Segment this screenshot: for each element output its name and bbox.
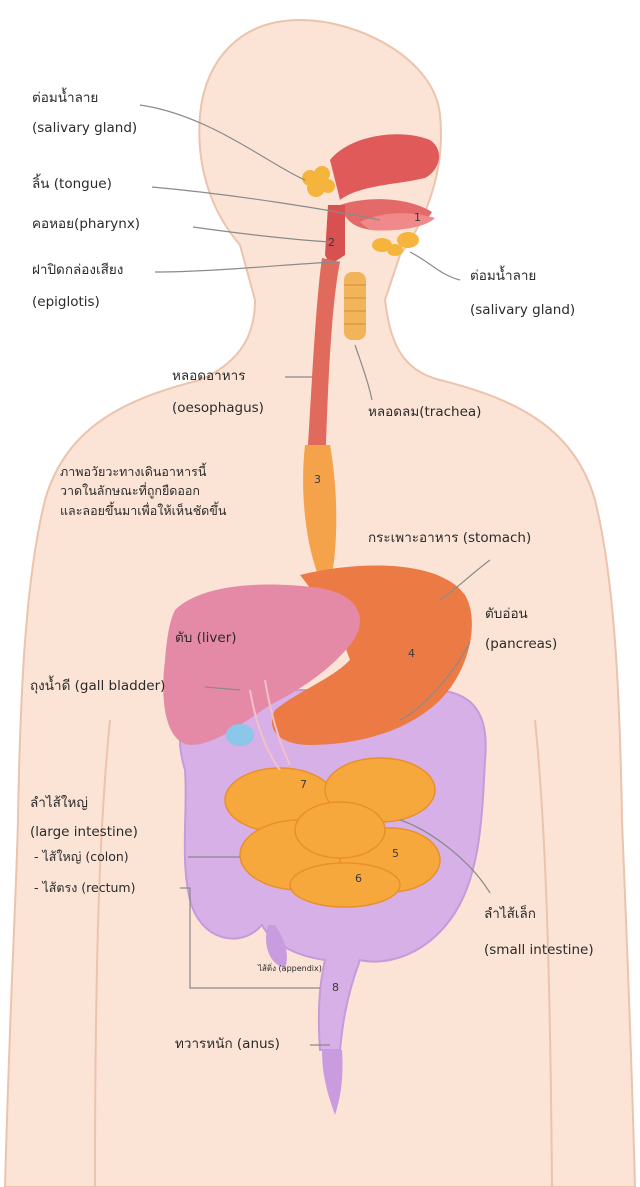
marker-2: 2 xyxy=(328,237,335,248)
label-salivary-gland-upper-th: ต่อมน้ำลาย xyxy=(32,92,98,106)
label-pharynx: คอหอย(pharynx) xyxy=(32,218,140,232)
label-oesophagus-th: หลอดอาหาร xyxy=(172,370,245,384)
label-rectum: - ไส้ตรง (rectum) xyxy=(34,882,136,895)
marker-1: 1 xyxy=(414,212,421,223)
trachea-shape xyxy=(344,272,366,340)
note-line-2: วาดในลักษณะที่ถูกยืดออก xyxy=(60,481,226,500)
label-epiglottis-en: (epiglotis) xyxy=(32,296,100,310)
gall-bladder-shape xyxy=(226,724,254,746)
marker-5: 5 xyxy=(392,848,399,859)
label-trachea: หลอดลม(trachea) xyxy=(368,406,481,420)
label-stomach: กระเพาะอาหาร (stomach) xyxy=(368,532,531,546)
label-gall-bladder: ถุงน้ำดี (gall bladder) xyxy=(30,680,165,694)
note-block: ภาพอวัยวะทางเดินอาหารนี้ วาดในลักษณะที่ถ… xyxy=(60,462,226,520)
label-salivary-gland-right-en: (salivary gland) xyxy=(470,304,575,318)
label-large-intestine-en: (large intestine) xyxy=(30,826,138,840)
label-colon: - ไส้ใหญ่ (colon) xyxy=(34,851,129,864)
marker-4: 4 xyxy=(408,648,415,659)
note-line-3: และลอยขึ้นมาเพื่อให้เห็นชัดขึ้น xyxy=(60,501,226,520)
label-large-intestine-th: ลำไส้ใหญ่ xyxy=(30,797,88,811)
label-anus: ทวารหนัก (anus) xyxy=(175,1038,280,1052)
label-pancreas-th: ตับอ่อน xyxy=(485,608,528,622)
note-line-1: ภาพอวัยวะทางเดินอาหารนี้ xyxy=(60,462,226,481)
marker-7: 7 xyxy=(300,779,307,790)
label-epiglottis-th: ฝาปิดกล่องเสียง xyxy=(32,264,123,278)
label-salivary-gland-right-th: ต่อมน้ำลาย xyxy=(470,270,536,284)
label-salivary-gland-upper-en: (salivary gland) xyxy=(32,122,137,136)
label-small-intestine-en: (small intestine) xyxy=(484,944,594,958)
marker-3: 3 xyxy=(314,474,321,485)
pharynx-shape xyxy=(325,205,345,265)
marker-8: 8 xyxy=(332,982,339,993)
label-pancreas-en: (pancreas) xyxy=(485,638,557,652)
label-oesophagus-en: (oesophagus) xyxy=(172,402,264,416)
label-appendix: ไส้ติ่ง (appendix) xyxy=(258,965,322,973)
marker-6: 6 xyxy=(355,873,362,884)
label-liver: ตับ (liver) xyxy=(175,632,237,646)
label-tongue: ลิ้น (tongue) xyxy=(32,178,112,192)
label-small-intestine-th: ลำไส้เล็ก xyxy=(484,908,536,922)
